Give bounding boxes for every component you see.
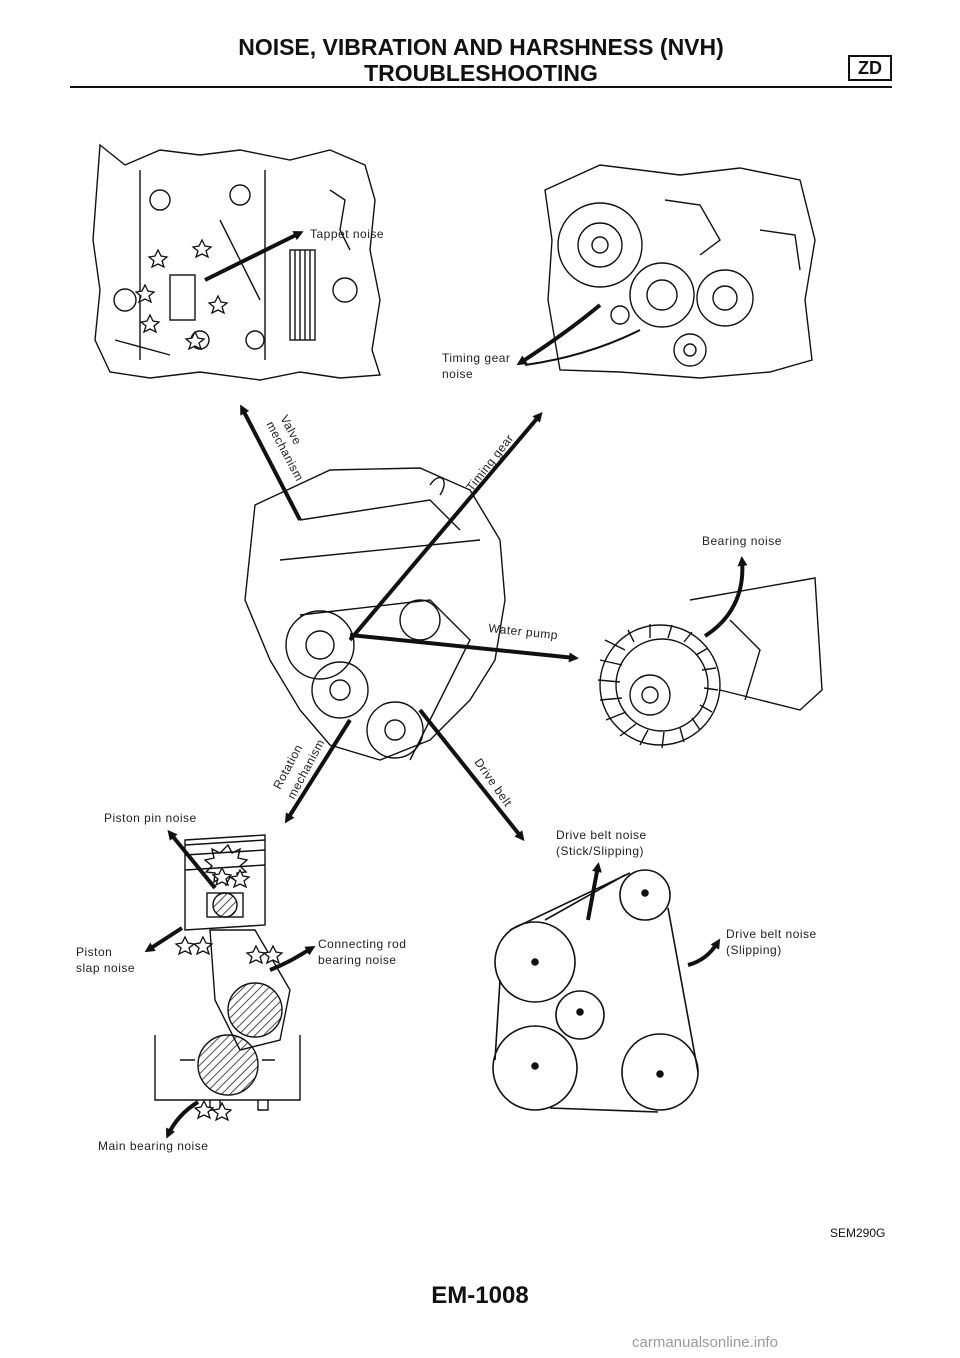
piston-slap-noise-arrow: [144, 926, 184, 953]
timing-gear-noise-arrow-2: [524, 329, 641, 366]
label-timing-gear-noise-2: noise: [442, 367, 473, 381]
page-number: EM-1008: [431, 1282, 529, 1309]
page-title-line1: NOISE, VIBRATION AND HARSHNESS (NVH): [238, 34, 724, 60]
label-timing-gear: Timing gear: [463, 431, 516, 494]
label-piston-pin-noise: Piston pin noise: [104, 811, 197, 825]
label-bearing-noise: Bearing noise: [702, 534, 782, 548]
label-belt-stick-1: Drive belt noise: [556, 828, 647, 842]
label-belt-stick-2: (Stick/Slipping): [556, 844, 644, 858]
bearing-noise-arrow: [703, 556, 748, 638]
engine-badge: ZD: [848, 55, 892, 81]
valve-mechanism-illustration: [92, 143, 381, 381]
header-rule: [70, 86, 892, 88]
piston-pin-noise-arrow: [167, 829, 217, 890]
timing-gear-arrow: [348, 411, 543, 642]
page-title-line2: TROUBLESHOOTING: [364, 60, 598, 86]
watermark: carmanualsonline.info: [632, 1334, 778, 1351]
drive-belt-arrow: [418, 708, 525, 842]
conrod-bearing-noise-arrow: [269, 945, 316, 972]
label-main-bearing-noise: Main bearing noise: [98, 1139, 208, 1153]
label-piston-slap-1: Piston: [76, 945, 112, 959]
belt-stick-noise-arrow: [586, 862, 602, 921]
engine-illustration: [244, 467, 506, 761]
label-piston-slap-2: slap noise: [76, 961, 135, 975]
label-timing-gear-noise-1: Timing gear: [442, 351, 510, 365]
label-belt-slip-2: (Slipping): [726, 943, 782, 957]
rotation-mechanism-arrow: [284, 718, 352, 824]
main-bearing-noise-arrow: [166, 1100, 200, 1139]
valve-noise-stars: [134, 238, 229, 351]
page-header: NOISE, VIBRATION AND HARSHNESS (NVH) TRO…: [70, 34, 892, 86]
label-belt-slip-1: Drive belt noise: [726, 927, 817, 941]
figure-code: SEM290G: [830, 1226, 886, 1240]
piston-noise-stars: [174, 866, 284, 1122]
water-pump-arrow: [349, 633, 579, 663]
valve-mechanism-arrow: [240, 404, 302, 521]
timing-gear-noise-arrow-1: [516, 303, 602, 366]
timing-gear-illustration: [544, 164, 816, 379]
label-conrod-2: bearing noise: [318, 953, 397, 967]
tappet-noise-arrow: [204, 231, 304, 282]
drive-belt-illustration: [492, 869, 699, 1113]
belt-slip-noise-arrow: [687, 938, 721, 967]
label-tappet-noise: Tappet noise: [310, 227, 384, 241]
water-pump-illustration: [597, 577, 823, 749]
label-conrod-1: Connecting rod: [318, 937, 406, 951]
